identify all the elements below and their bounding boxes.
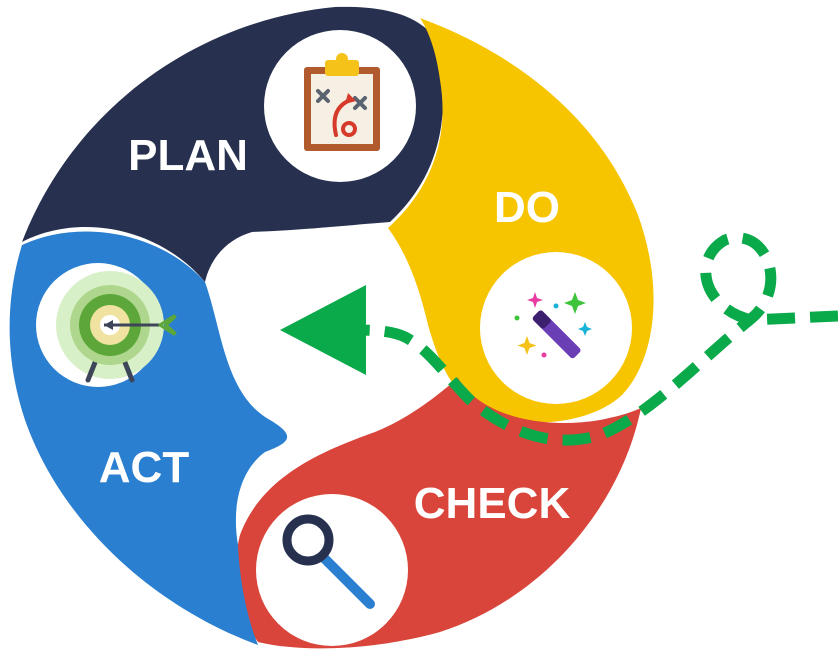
act-label: ACT: [99, 443, 190, 492]
clipboard-strategy-icon: [304, 53, 380, 151]
magnifier-icon: [282, 514, 375, 609]
check-label: CHECK: [414, 479, 571, 528]
flow-dashed-path: [349, 232, 838, 446]
magic-wand-icon: [514, 292, 592, 359]
target-arrow-icon: [56, 271, 177, 383]
do-label: DO: [494, 183, 560, 232]
plan-label: PLAN: [128, 131, 248, 180]
flow-arrowhead: [280, 285, 366, 375]
